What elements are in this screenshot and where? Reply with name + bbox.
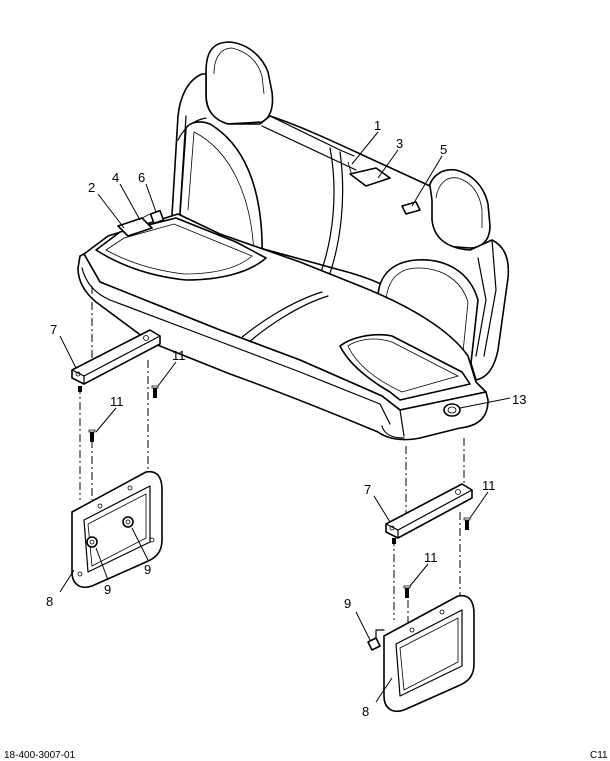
bench-seat — [77, 41, 510, 441]
callout-1: 1 — [374, 118, 381, 133]
callout-7-left: 7 — [50, 322, 57, 337]
right-frame — [383, 594, 475, 712]
callout-5: 5 — [440, 142, 447, 157]
left-mount-assembly — [71, 286, 163, 588]
left-bolt-b — [90, 432, 94, 442]
left-nut-a — [86, 536, 98, 548]
callout-3: 3 — [396, 136, 403, 151]
left-frame — [71, 470, 163, 588]
callout-9-left-b: 9 — [144, 562, 151, 577]
right-tag — [401, 201, 421, 215]
callout-11-left-lower: 11 — [110, 394, 124, 409]
seat-knob — [443, 403, 461, 417]
page-code: C11 — [590, 750, 608, 761]
left-nut-b — [122, 516, 134, 528]
callout-7-right: 7 — [364, 482, 371, 497]
right-bolt-b — [405, 588, 409, 598]
callout-9-left-a: 9 — [104, 582, 111, 597]
right-bolt-a — [465, 520, 469, 530]
callout-6: 6 — [138, 170, 145, 185]
callout-13: 13 — [512, 392, 526, 407]
callouts: 1 3 5 2 4 6 7 11 11 13 7 11 9 9 8 11 9 8 — [46, 118, 526, 719]
callout-11-right-lower: 11 — [424, 550, 438, 565]
left-bolt-a — [153, 388, 157, 398]
callout-11-left-upper: 11 — [172, 348, 186, 363]
seat-base — [77, 253, 489, 441]
callout-4: 4 — [112, 170, 119, 185]
left-tag — [117, 217, 153, 237]
leader-lines — [59, 131, 511, 703]
callout-8-left: 8 — [46, 594, 53, 609]
right-seat-panel — [339, 333, 471, 401]
callout-9-right: 9 — [344, 596, 351, 611]
callout-8-right: 8 — [362, 704, 369, 719]
figure-code: 18-400-3007-01 — [4, 750, 76, 761]
callout-2: 2 — [88, 180, 95, 195]
center-tag — [349, 167, 391, 187]
callout-11-right-upper: 11 — [482, 478, 496, 493]
right-mount-assembly — [367, 438, 475, 712]
left-label-plate — [149, 209, 165, 225]
right-nut — [367, 637, 381, 651]
